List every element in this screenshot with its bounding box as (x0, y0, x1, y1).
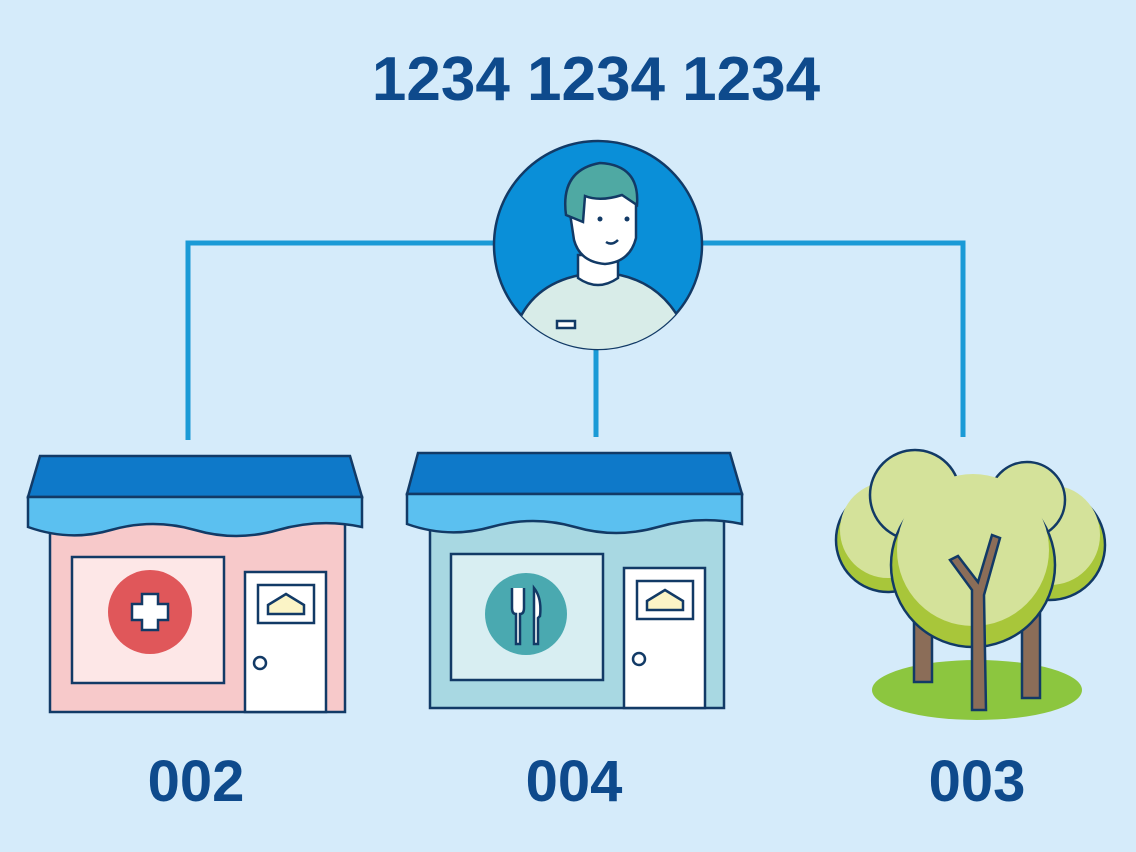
shop-restaurant-004: 004 (405, 451, 744, 814)
person-avatar (492, 139, 704, 351)
node-label-002: 002 (148, 749, 245, 814)
node-label-004: 004 (526, 749, 623, 814)
park-trees-003: 003 (834, 448, 1107, 814)
fork-knife-icon (485, 573, 567, 655)
shop-clinic-002: 002 (26, 454, 364, 814)
node-label-003: 003 (929, 749, 1026, 814)
diagram-title: 1234 1234 1234 (372, 45, 821, 114)
name-badge-icon (555, 319, 577, 330)
